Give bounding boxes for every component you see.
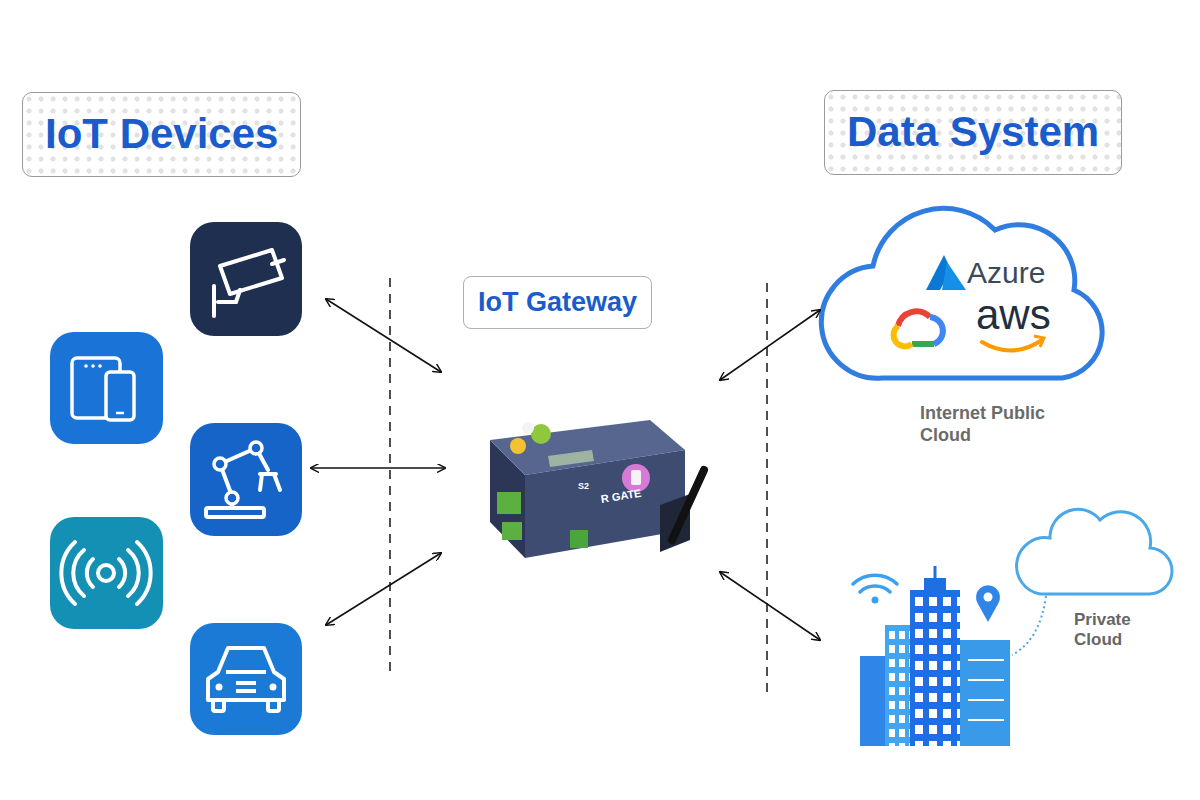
cloud-caption: Internet Public Cloud <box>920 403 1045 446</box>
private-cloud-node: Private Cloud <box>820 500 1175 750</box>
separator-line <box>389 278 391 672</box>
tablet-icon <box>50 332 163 444</box>
robot-arm-icon <box>190 423 302 536</box>
public-cloud-node: AzureawsInternet Public Cloud <box>820 200 1110 455</box>
signal-icon <box>50 517 163 629</box>
connector-arrow <box>720 572 820 640</box>
cloud-caption: Private Cloud <box>1074 610 1144 651</box>
header-text: IoT Devices <box>45 107 278 162</box>
cloud-brand: aws <box>976 290 1051 340</box>
gateway-label: IoT Gateway <box>463 276 652 329</box>
separator-line <box>766 283 768 693</box>
column-header: IoT Devices <box>22 92 301 177</box>
private-cloud-buildings <box>853 509 1172 746</box>
camera-icon <box>190 222 302 336</box>
gateway-device <box>490 420 704 558</box>
device-arrows <box>311 299 445 625</box>
column-header: Data System <box>824 90 1122 175</box>
device-label: S2 <box>578 481 589 492</box>
gateway-node: S2 R GATE <box>480 370 720 580</box>
public-cloud <box>821 208 1102 378</box>
car-icon <box>190 623 302 735</box>
header-text: IoT Gateway <box>478 285 637 320</box>
header-text: Data System <box>847 105 1099 160</box>
connector-arrow <box>720 310 820 380</box>
cloud-brand: Azure <box>967 255 1045 291</box>
device-brand: R GATE <box>600 487 642 506</box>
